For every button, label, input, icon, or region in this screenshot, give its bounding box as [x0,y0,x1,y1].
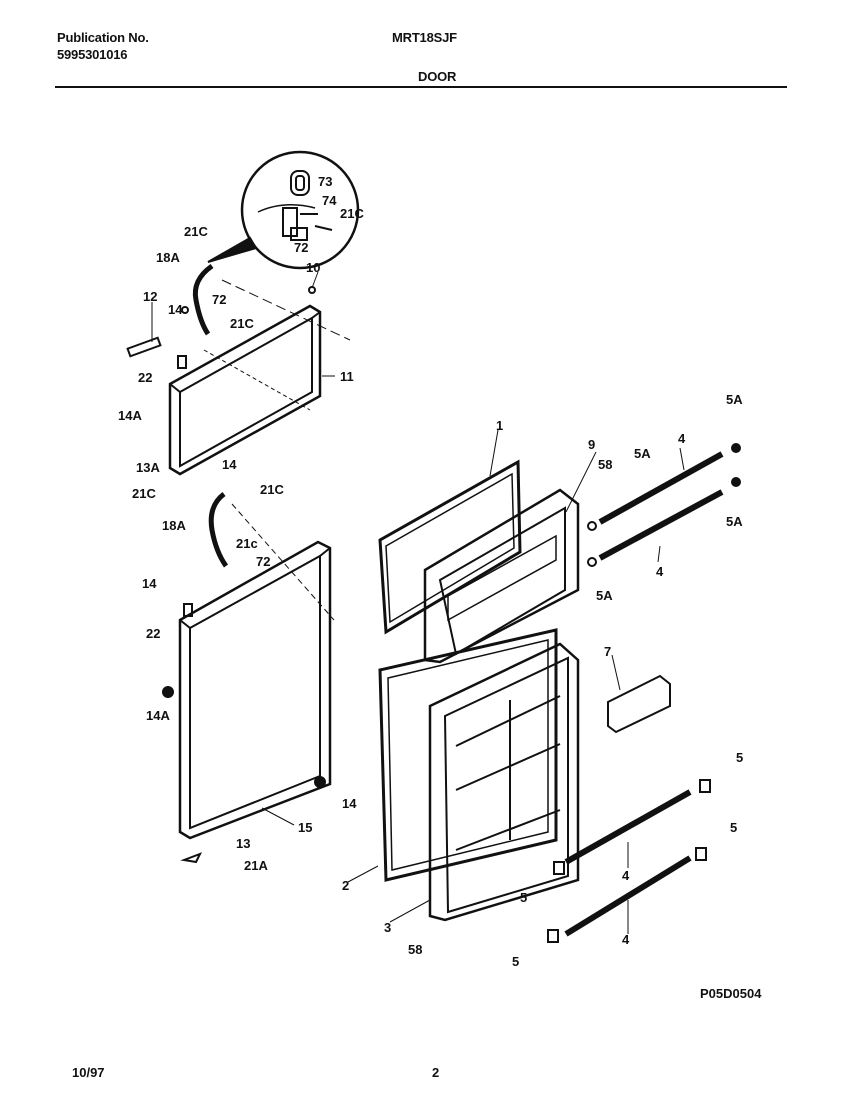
svg-text:4: 4 [656,564,664,579]
svg-text:7: 7 [604,644,611,659]
svg-text:13: 13 [236,836,250,851]
svg-text:21C: 21C [340,206,364,221]
svg-text:5: 5 [730,820,737,835]
publication-number: 5995301016 [57,47,128,62]
nameplate-12 [126,336,162,358]
fresh-food-door [428,642,580,922]
svg-text:3: 3 [384,920,391,935]
svg-text:18A: 18A [156,250,180,265]
svg-text:11: 11 [340,369,354,384]
publication-label: Publication No. [57,30,149,45]
freezer-door-frame [168,279,351,476]
svg-text:13A: 13A [136,460,160,475]
svg-text:9: 9 [588,437,595,452]
footer-date: 10/97 [72,1065,105,1080]
svg-text:2: 2 [342,878,349,893]
trim-4d [564,855,692,937]
svg-text:14A: 14A [146,708,170,723]
svg-text:4: 4 [678,431,686,446]
svg-text:14: 14 [342,796,357,811]
svg-text:72: 72 [212,292,226,307]
svg-text:72: 72 [294,240,308,255]
svg-text:58: 58 [408,942,422,957]
freezer-gasket [378,459,522,635]
svg-text:5A: 5A [726,392,743,407]
svg-text:21c: 21c [236,536,258,551]
svg-text:15: 15 [298,820,312,835]
footer-page-number: 2 [432,1065,440,1080]
svg-text:73: 73 [318,174,332,189]
fresh-food-gasket [378,628,558,882]
svg-text:21C: 21C [230,316,254,331]
hinge-cover-upper [192,263,214,336]
svg-text:14A: 14A [118,408,142,423]
svg-text:5A: 5A [726,514,743,529]
diagram-code: P05D0504 [700,986,762,1001]
header-divider [55,86,787,88]
trim-4c [564,789,692,865]
trim-4a [598,451,724,525]
hinge-detail-inset [207,150,360,270]
svg-text:1: 1 [496,418,503,433]
svg-text:18A: 18A [162,518,186,533]
svg-text:5: 5 [512,954,519,969]
svg-text:21C: 21C [184,224,208,239]
callout-leaders [261,271,685,934]
svg-text:4: 4 [622,932,630,947]
svg-text:5A: 5A [634,446,651,461]
svg-text:14: 14 [222,457,237,472]
svg-text:5A: 5A [596,588,613,603]
svg-text:4: 4 [622,868,630,883]
svg-text:10: 10 [306,260,320,275]
svg-text:5: 5 [736,750,743,765]
svg-text:14: 14 [168,302,183,317]
svg-text:22: 22 [138,370,152,385]
svg-text:74: 74 [322,193,337,208]
svg-text:12: 12 [143,289,157,304]
trim-4b [598,489,724,561]
section-title: DOOR [418,69,457,84]
callout-labels: 73 74 21C 72 21C 18A 72 10 12 14 21C 22 … [118,174,743,969]
svg-text:14: 14 [142,576,157,591]
svg-text:5: 5 [520,890,527,905]
dairy-door-7 [607,674,671,734]
svg-text:21A: 21A [244,858,268,873]
model-number: MRT18SJF [392,30,457,45]
svg-text:22: 22 [146,626,160,641]
svg-text:58: 58 [598,457,612,472]
hinge-cover-lower [208,492,229,568]
svg-text:21C: 21C [132,486,156,501]
svg-text:72: 72 [256,554,270,569]
svg-text:21C: 21C [260,482,284,497]
